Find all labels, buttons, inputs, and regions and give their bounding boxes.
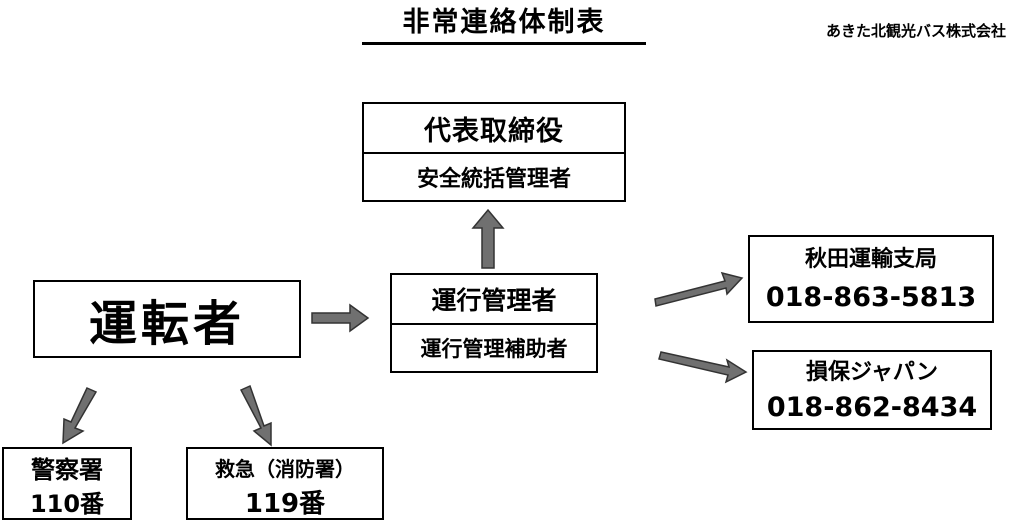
arrow-downright-icon bbox=[658, 351, 748, 384]
operations-box: 運行管理者 運行管理補助者 bbox=[390, 273, 598, 373]
arrow-right-icon bbox=[311, 303, 370, 333]
fire-phone: 119番 bbox=[244, 489, 326, 519]
police-phone: 110番 bbox=[29, 490, 105, 518]
insurance-box: 損保ジャパン 018-862-8434 bbox=[752, 350, 992, 430]
representative-box: 代表取締役 安全統括管理者 bbox=[362, 102, 626, 202]
page-title: 非常連絡体制表 bbox=[362, 6, 646, 45]
driver-box: 運転者 bbox=[33, 280, 301, 358]
arrow-downleft-icon bbox=[62, 387, 98, 445]
arrow-upright-icon bbox=[654, 271, 744, 307]
arrow-downright-icon bbox=[239, 384, 272, 447]
arrow-up-icon bbox=[471, 208, 505, 269]
operations-manager-title: 運行管理者 bbox=[431, 286, 557, 315]
insurance-name: 損保ジャパン bbox=[805, 360, 938, 385]
safety-manager-title: 安全統括管理者 bbox=[364, 152, 624, 200]
police-name: 警察署 bbox=[31, 455, 103, 484]
fire-name: 救急（消防署） bbox=[215, 456, 355, 481]
operations-assistant-title: 運行管理補助者 bbox=[392, 323, 596, 371]
fire-box: 救急（消防署） 119番 bbox=[186, 447, 384, 520]
transport-bureau-box: 秋田運輸支局 018-863-5813 bbox=[748, 235, 994, 323]
company-name: あきた北観光バス株式会社 bbox=[825, 22, 1006, 40]
transport-bureau-name: 秋田運輸支局 bbox=[804, 247, 937, 272]
police-box: 警察署 110番 bbox=[2, 447, 132, 520]
insurance-phone: 018-862-8434 bbox=[766, 391, 978, 423]
representative-title: 代表取締役 bbox=[424, 115, 564, 147]
transport-bureau-phone: 018-863-5813 bbox=[765, 281, 977, 313]
